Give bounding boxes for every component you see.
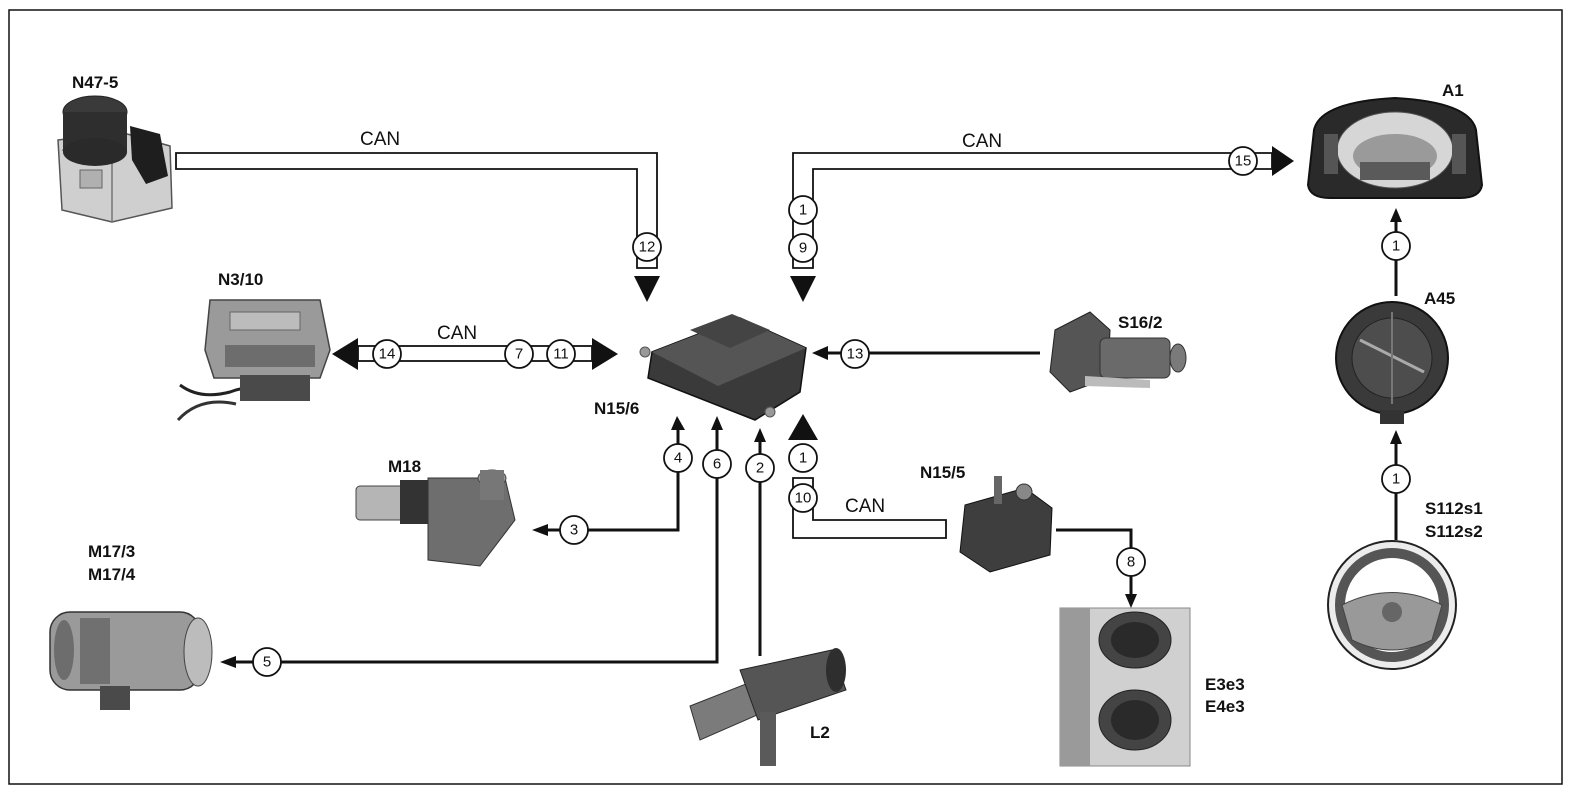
svg-text:2: 2	[756, 460, 764, 477]
label-l2: L2	[810, 723, 830, 742]
svg-text:1: 1	[1392, 238, 1400, 255]
can-label-1: CAN	[360, 129, 400, 150]
can-bus-n15-to-a1	[792, 152, 1273, 269]
callout-13: 13	[840, 339, 870, 369]
svg-text:8: 8	[1127, 554, 1135, 571]
arrow-12	[634, 276, 660, 302]
callout-15: 15	[1228, 146, 1258, 176]
label-n47-5: N47-5	[72, 73, 118, 92]
callout-6: 6	[702, 449, 732, 479]
callout-11: 11	[546, 339, 576, 369]
n15-6-control-unit	[639, 314, 807, 421]
label-a1: A1	[1442, 81, 1464, 100]
s16-2-component	[1049, 311, 1187, 393]
svg-text:7: 7	[515, 346, 523, 363]
callout-3: 3	[559, 515, 589, 545]
arrow-15	[1272, 146, 1294, 176]
label-n15-5: N15/5	[920, 463, 965, 482]
svg-text:9: 9	[799, 240, 807, 257]
label-m17-3: M17/3	[88, 542, 135, 561]
svg-text:6: 6	[713, 456, 721, 473]
label-a45: A45	[1424, 289, 1455, 308]
arrow-9	[790, 276, 816, 302]
e3e3-lamp-panel	[1059, 607, 1191, 767]
callout-7: 7	[504, 339, 534, 369]
svg-text:1: 1	[799, 202, 807, 219]
callout-1a: 1	[788, 195, 818, 225]
callout-12: 12	[632, 232, 662, 262]
callout-5: 5	[252, 647, 282, 677]
can-bus-n15-to-n15-5	[792, 477, 947, 539]
svg-text:3: 3	[570, 522, 578, 539]
can-label-3: CAN	[437, 323, 477, 344]
can-label-4: CAN	[845, 496, 885, 517]
label-m18: M18	[388, 457, 421, 476]
callout-1b: 1	[788, 443, 818, 473]
label-e3e3: E3e3	[1205, 675, 1245, 694]
a45-clock-spring	[1335, 301, 1449, 424]
arrow-14	[332, 338, 358, 370]
label-s112s1: S112s1	[1425, 499, 1483, 518]
label-s112s2: S112s2	[1425, 522, 1483, 541]
s112-steering-wheel	[1327, 540, 1457, 670]
callout-10: 10	[788, 483, 818, 513]
svg-text:13: 13	[847, 346, 864, 363]
callout-9: 9	[788, 233, 818, 263]
label-s16-2: S16/2	[1118, 313, 1162, 332]
callout-8: 8	[1116, 547, 1146, 577]
arrow-up-1	[788, 414, 818, 440]
svg-text:1: 1	[799, 450, 807, 467]
callout-14: 14	[372, 339, 402, 369]
n15-5-component	[959, 476, 1053, 573]
wire-4-3	[548, 428, 680, 532]
label-e4e3: E4e3	[1205, 697, 1245, 716]
can-label-2: CAN	[962, 131, 1002, 152]
svg-text:10: 10	[795, 490, 812, 507]
label-n3-10: N3/10	[218, 270, 263, 289]
callout-2: 2	[745, 453, 775, 483]
svg-text:12: 12	[639, 239, 656, 256]
svg-text:4: 4	[674, 450, 682, 467]
n47-5-component	[57, 95, 173, 223]
m18-motor	[355, 469, 516, 567]
m17-motor	[49, 611, 213, 710]
callout-1c: 1	[1381, 231, 1411, 261]
svg-text:5: 5	[263, 654, 271, 671]
can-bus-n47-to-n15	[175, 152, 658, 269]
callout-1d: 1	[1381, 464, 1411, 494]
arrow-11	[592, 338, 618, 370]
diagram-frame	[8, 9, 1563, 785]
svg-text:11: 11	[553, 346, 569, 363]
callout-4: 4	[663, 443, 693, 473]
label-m17-4: M17/4	[88, 565, 136, 584]
svg-text:1: 1	[1392, 471, 1400, 488]
svg-text:14: 14	[379, 346, 396, 363]
l2-sensor	[689, 648, 847, 766]
svg-text:15: 15	[1235, 153, 1252, 170]
label-n15-6: N15/6	[594, 399, 639, 418]
wire-6-5	[234, 428, 719, 664]
n3-10-component	[176, 299, 331, 422]
a1-instrument-cluster	[1306, 96, 1484, 199]
